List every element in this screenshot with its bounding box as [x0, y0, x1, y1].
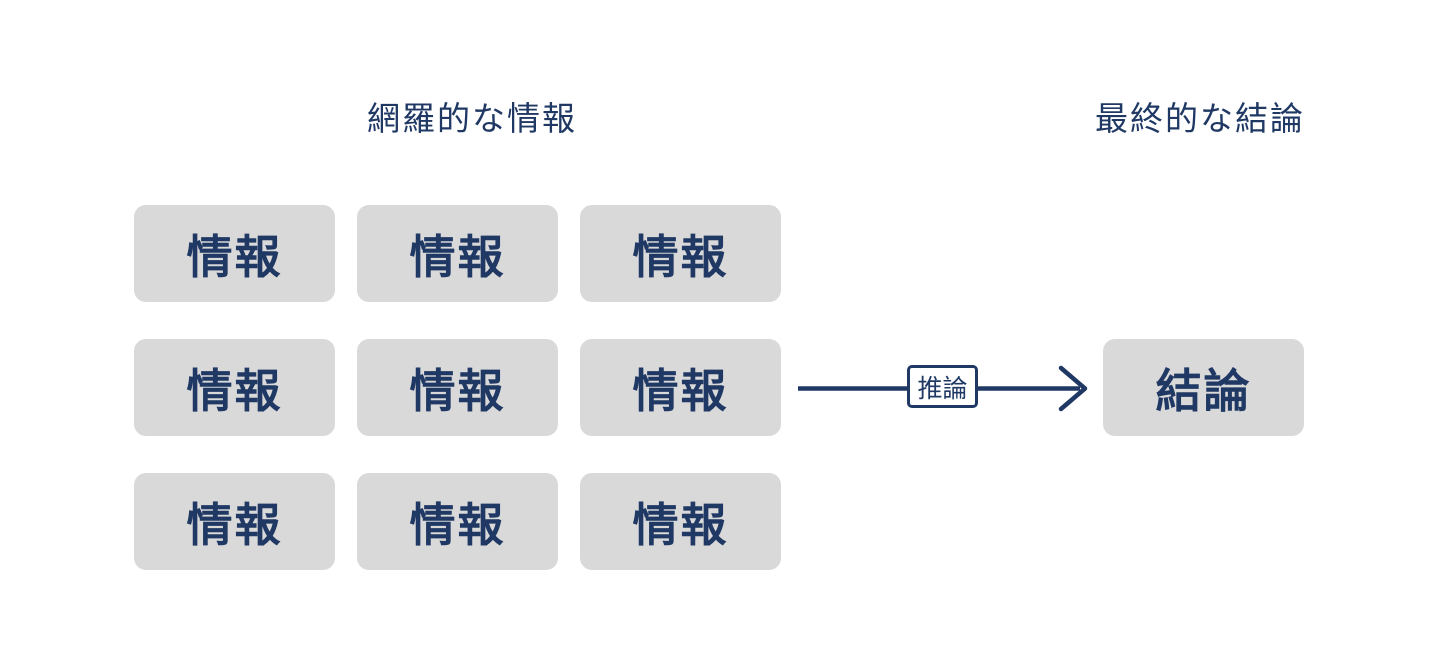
comprehensive-info-label: 網羅的な情報	[367, 100, 577, 137]
info-box: 情報	[134, 339, 335, 436]
info-grid: 情報 情報 情報 情報 情報 情報 情報 情報 情報	[134, 205, 781, 571]
info-box: 情報	[580, 473, 781, 570]
info-box: 情報	[357, 339, 558, 436]
info-box: 情報	[580, 339, 781, 436]
info-box: 情報	[580, 205, 781, 302]
final-conclusion-label: 最終的な結論	[1095, 100, 1305, 137]
conclusion-box: 結論	[1103, 339, 1304, 436]
info-box: 情報	[357, 205, 558, 302]
info-box: 情報	[134, 205, 335, 302]
info-box: 情報	[357, 473, 558, 570]
info-box: 情報	[134, 473, 335, 570]
inference-box: 推論	[907, 365, 978, 408]
